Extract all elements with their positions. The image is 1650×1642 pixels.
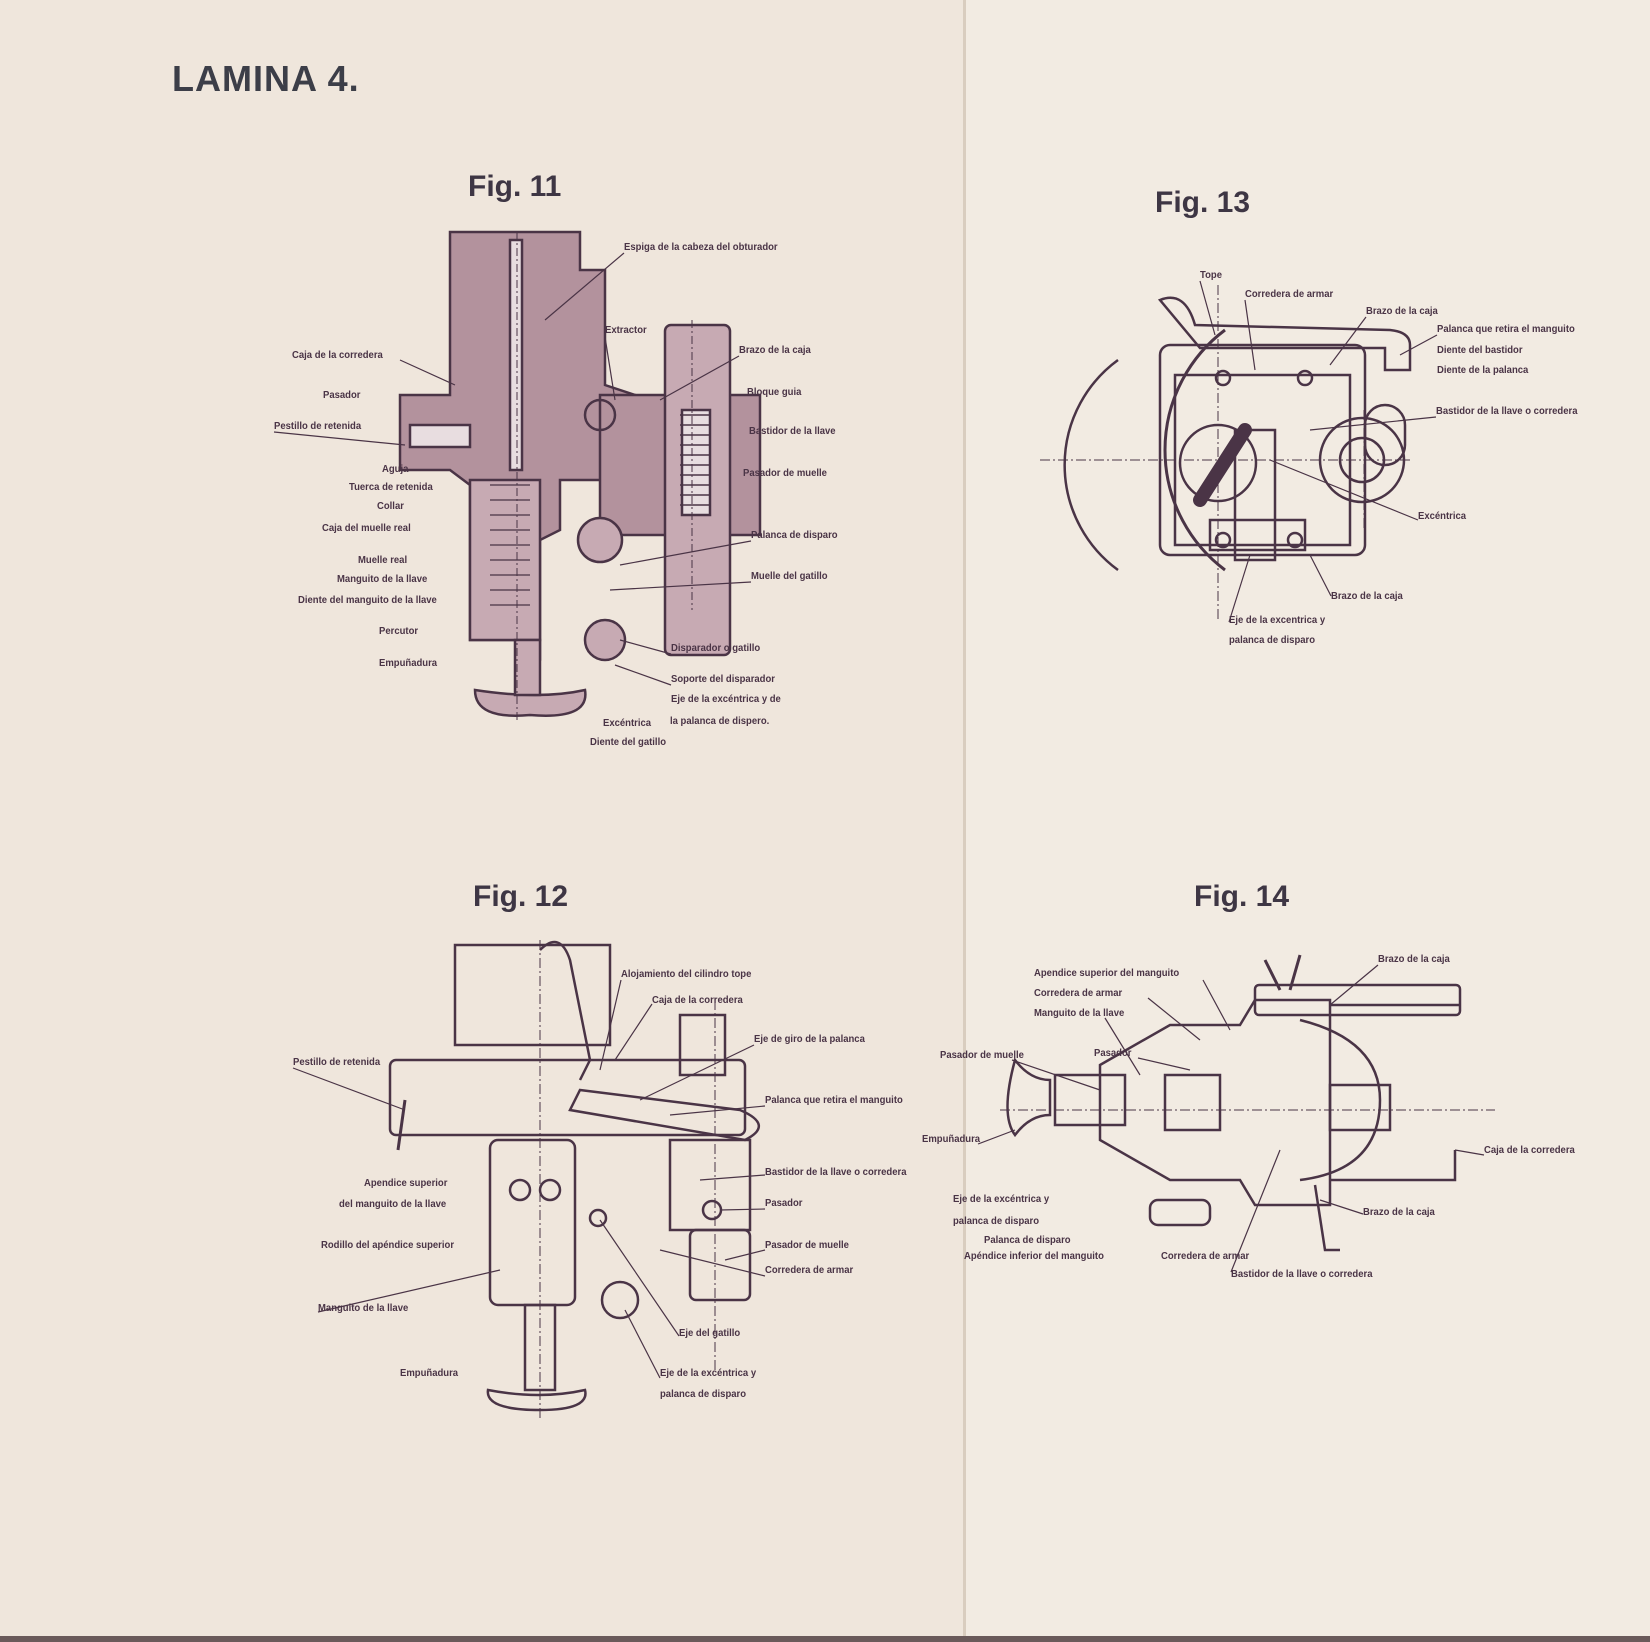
fig12-label: del manguito de la llave [339, 1199, 447, 1210]
fig12-label: Pasador [765, 1198, 803, 1209]
fig13-heading: Fig. 13 [1155, 186, 1251, 219]
fig14-label: Bastidor de la llave o corredera [1231, 1269, 1373, 1280]
fig11-drawing [398, 230, 762, 720]
fig12-label: Caja de la corredera [652, 995, 743, 1006]
fig11-label: Pasador de muelle [743, 468, 827, 479]
fig14-drawing [1000, 954, 1495, 1252]
fig12-heading: Fig. 12 [473, 880, 569, 913]
fig12-label: Alojamiento del cilindro tope [621, 969, 752, 980]
fig13-label: Brazo de la caja [1366, 306, 1438, 317]
fig14-label: Palanca de disparo [984, 1235, 1071, 1246]
fig12-label: Empuñadura [400, 1368, 459, 1379]
fig11-label: Eje de la excéntrica y de [671, 694, 781, 705]
right-page [965, 0, 1650, 1642]
fig11-label: Diente del manguito de la llave [298, 595, 437, 606]
page-edge [0, 1636, 1650, 1642]
fig11-label: Manguito de la llave [337, 574, 428, 585]
fig14-label: palanca de disparo [953, 1216, 1040, 1227]
fig11-label: Diente del gatillo [590, 737, 667, 748]
fig12-label: Eje del gatillo [679, 1328, 741, 1339]
fig14-label: Brazo de la caja [1363, 1207, 1435, 1218]
fig11-label: Bloque guia [747, 387, 802, 398]
fig11-label: Palanca de disparo [751, 530, 838, 541]
page-fold [963, 0, 966, 1642]
fig11-label: Brazo de la caja [739, 345, 811, 356]
fig14-label: Eje de la excéntrica y [953, 1194, 1050, 1205]
fig11-label: la palanca de dispero. [670, 716, 770, 727]
fig13-label: Eje de la excentrica y [1229, 615, 1326, 626]
fig14-label: Apéndice inferior del manguito [964, 1251, 1104, 1262]
fig13-label: Diente de la palanca [1437, 365, 1529, 376]
fig11-label: Collar [377, 501, 404, 512]
fig12-label: Eje de la excéntrica y [660, 1368, 757, 1379]
leader-lines [273, 252, 1485, 1379]
fig13-label: Bastidor de la llave o corredera [1436, 406, 1578, 417]
fig14-heading: Fig. 14 [1194, 880, 1290, 913]
fig11-label: Caja del muelle real [322, 523, 411, 534]
fig14-label: Brazo de la caja [1378, 954, 1450, 965]
fig11-label: Tuerca de retenida [349, 482, 433, 493]
fig12-label: Apendice superior [364, 1178, 448, 1189]
fig11-label: Aguja [382, 464, 409, 475]
fig13-label: Corredera de armar [1245, 289, 1334, 300]
fig11-label: Soporte del disparador [671, 674, 775, 685]
fig11-label: Pestillo de retenida [274, 421, 362, 432]
fig12-label: palanca de disparo [660, 1389, 747, 1400]
fig11-label: Caja de la corredera [292, 350, 383, 361]
fig12-drawing [388, 940, 760, 1420]
fig11-label: Disparador o gatillo [671, 643, 761, 654]
fig12-label: Rodillo del apéndice superior [321, 1240, 455, 1251]
fig13-label: Excéntrica [1418, 511, 1467, 522]
fig11-label: Empuñadura [379, 658, 438, 669]
fig14-label: Corredera de armar [1161, 1251, 1250, 1262]
fig12-label: Pasador de muelle [765, 1240, 849, 1251]
fig12-label: Palanca que retira el manguito [765, 1095, 903, 1106]
fig14-label: Pasador [1094, 1048, 1132, 1059]
fig13-label: Brazo de la caja [1331, 591, 1403, 602]
fig13-label: palanca de disparo [1229, 635, 1316, 646]
fig11-label: Percutor [379, 626, 419, 637]
fig14-label: Apendice superior del manguito [1034, 968, 1180, 979]
fig14-label: Corredera de armar [1034, 988, 1123, 999]
fig14-label: Caja de la corredera [1484, 1145, 1575, 1156]
fig12-label: Pestillo de retenida [293, 1057, 381, 1068]
fig11-heading: Fig. 11 [468, 170, 562, 203]
plate-title: LAMINA 4. [172, 58, 360, 99]
fig13-label: Tope [1200, 270, 1222, 281]
fig12-label: Bastidor de la llave o corredera [765, 1167, 907, 1178]
fig14-label: Pasador de muelle [940, 1050, 1024, 1061]
fig12-label: Eje de giro de la palanca [754, 1034, 865, 1045]
fig11-label: Muelle real [358, 555, 408, 566]
fig12-label: Corredera de armar [765, 1265, 854, 1276]
fig11-label: Pasador [323, 390, 361, 401]
fig14-label: Empuñadura [922, 1134, 981, 1145]
fig11-label: Bastidor de la llave [749, 426, 836, 437]
fig13-label: Palanca que retira el manguito [1437, 324, 1575, 335]
fig14-label: Manguito de la llave [1034, 1008, 1125, 1019]
fig13-drawing [1040, 285, 1412, 620]
fig13-label: Diente del bastidor [1437, 345, 1523, 356]
fig11-label: Extractor [605, 325, 647, 336]
fig11-label: Espiga de la cabeza del obturador [624, 242, 778, 253]
fig11-label: Muelle del gatillo [751, 571, 828, 582]
fig11-label: Excéntrica [603, 718, 652, 729]
fig12-label: Manguito de la llave [318, 1303, 409, 1314]
